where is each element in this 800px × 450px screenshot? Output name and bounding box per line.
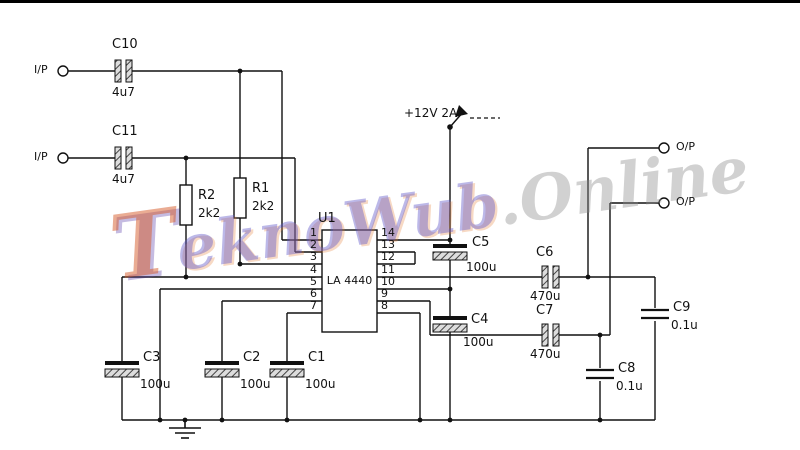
junction-dots xyxy=(157,68,603,423)
ic-pin-label-12: 12 xyxy=(381,250,395,263)
c10-ref-label: C10 xyxy=(112,37,138,52)
ic-pin-label-14: 14 xyxy=(381,226,395,239)
c4-ref-label: C4 xyxy=(471,312,489,327)
r2-ref-label: R2 xyxy=(198,188,216,203)
capacitor-c10 xyxy=(114,59,133,83)
c11-value-label: 4u7 xyxy=(112,172,135,186)
c2-value-label: 100u xyxy=(240,377,271,391)
capacitor-c8 xyxy=(586,368,614,380)
c10-value-label: 4u7 xyxy=(112,85,135,99)
ic-pin-label-7: 7 xyxy=(310,299,317,312)
ic-pin-label-13: 13 xyxy=(381,238,395,251)
capacitor-c4 xyxy=(432,316,468,333)
ground-symbol xyxy=(169,420,201,439)
r2-value-label: 2k2 xyxy=(198,206,221,220)
input1-terminal xyxy=(57,65,69,77)
c3-ref-label: C3 xyxy=(143,350,161,365)
ic-pin-label-11: 11 xyxy=(381,263,395,276)
capacitor-c11 xyxy=(114,146,133,170)
c2-ref-label: C2 xyxy=(243,350,261,365)
ic-pin-label-10: 10 xyxy=(381,275,395,288)
ic-ref-label: U1 xyxy=(318,211,336,226)
c1-ref-label: C1 xyxy=(308,350,326,365)
input2-terminal xyxy=(57,152,69,164)
c9-value-label: 0.1u xyxy=(671,318,698,332)
c6-value-label: 470u xyxy=(530,289,561,303)
capacitor-c5 xyxy=(432,244,468,261)
ic-pin-label-4: 4 xyxy=(310,263,317,276)
capacitor-c3 xyxy=(104,361,140,378)
output1-terminal xyxy=(658,142,670,154)
resistor-r1 xyxy=(233,177,247,219)
capacitor-c6 xyxy=(541,265,560,289)
c8-value-label: 0.1u xyxy=(616,379,643,393)
supply-label: +12V 2A xyxy=(404,106,458,120)
capacitor-c9 xyxy=(641,308,669,320)
ic-pin-label-5: 5 xyxy=(310,275,317,288)
wires xyxy=(68,70,659,421)
c8-ref-label: C8 xyxy=(618,361,636,376)
top-border xyxy=(0,0,800,3)
r1-ref-label: R1 xyxy=(252,181,270,196)
ic-body xyxy=(321,229,378,333)
output1-label: O/P xyxy=(676,140,695,153)
ic-pin-label-9: 9 xyxy=(381,287,388,300)
c4-value-label: 100u xyxy=(463,335,494,349)
capacitor-c7 xyxy=(541,323,560,347)
ic-pin-label-1: 1 xyxy=(310,226,317,239)
output2-label: O/P xyxy=(676,195,695,208)
ic-part-label: LA 4440 xyxy=(326,274,373,287)
input1-label: I/P xyxy=(34,63,48,76)
r1-value-label: 2k2 xyxy=(252,199,275,213)
c7-value-label: 470u xyxy=(530,347,561,361)
power-switch-icon xyxy=(447,105,500,130)
ic-pin-label-2: 2 xyxy=(310,238,317,251)
c11-ref-label: C11 xyxy=(112,124,138,139)
c5-ref-label: C5 xyxy=(472,235,490,250)
c1-value-label: 100u xyxy=(305,377,336,391)
c3-value-label: 100u xyxy=(140,377,171,391)
c6-ref-label: C6 xyxy=(536,245,554,260)
resistor-r2 xyxy=(179,184,193,226)
capacitor-c1 xyxy=(269,361,305,378)
ic-pin-label-8: 8 xyxy=(381,299,388,312)
capacitor-c2 xyxy=(204,361,240,378)
ic-pin-label-6: 6 xyxy=(310,287,317,300)
c7-ref-label: C7 xyxy=(536,303,554,318)
c5-value-label: 100u xyxy=(466,260,497,274)
ic-pin-label-3: 3 xyxy=(310,250,317,263)
output2-terminal xyxy=(658,197,670,209)
input2-label: I/P xyxy=(34,150,48,163)
c9-ref-label: C9 xyxy=(673,300,691,315)
